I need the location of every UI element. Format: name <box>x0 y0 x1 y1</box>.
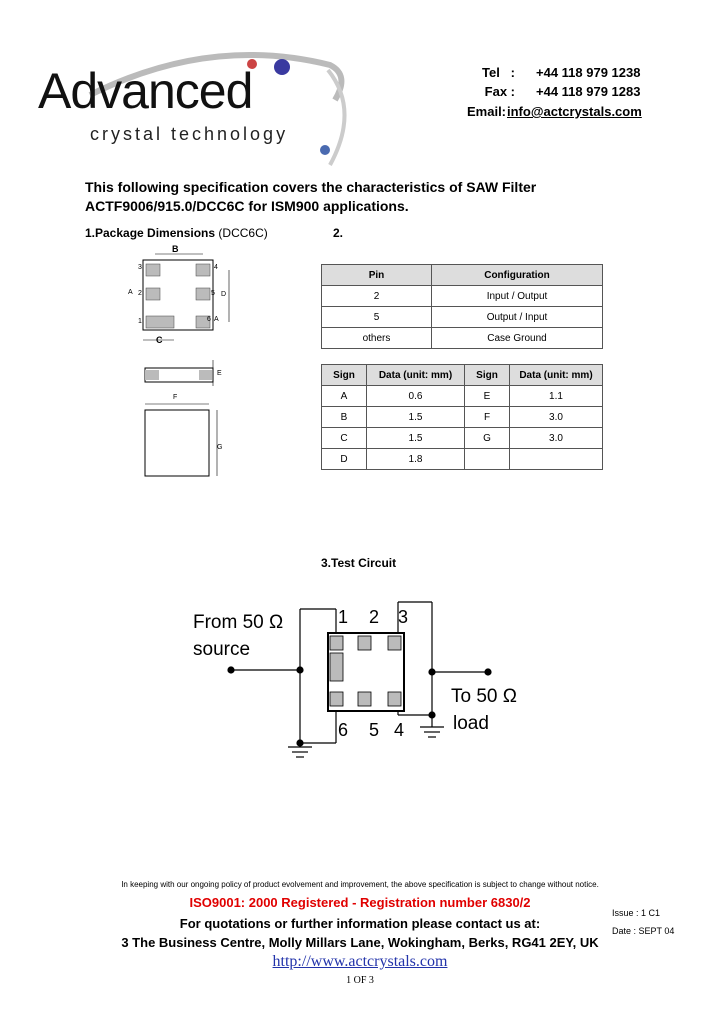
section1-title: 1.Package Dimensions <box>85 226 216 240</box>
pin-label-1: 1 <box>138 318 142 325</box>
iso-registration: ISO9001: 2000 Registered - Registration … <box>189 895 531 910</box>
sign-cell: B <box>321 406 367 428</box>
package-dimension-drawing <box>142 253 230 477</box>
section-2-title: 2. <box>333 226 344 240</box>
company-logo <box>30 40 360 170</box>
data-cell <box>509 448 603 470</box>
dim-label-b: B <box>172 244 179 254</box>
sign-cell: A <box>321 385 367 407</box>
circuit-pin-5: 5 <box>369 720 380 740</box>
dim-label-f: F <box>173 394 178 401</box>
dim-label-a: A <box>128 289 133 296</box>
section-package-dimensions: 1.Package Dimensions (DCC6C) <box>85 226 268 240</box>
tel-label: Tel : <box>482 65 515 80</box>
sign-cell: G <box>464 427 510 449</box>
pin-label-3: 3 <box>138 264 142 271</box>
circuit-load-line1: To 50 Ω <box>451 686 517 707</box>
circuit-pin-1: 1 <box>338 607 349 627</box>
data-header: Data (unit: mm) <box>366 364 465 386</box>
data-cell: 3.0 <box>509 427 603 449</box>
circuit-pin-3: 3 <box>398 607 409 627</box>
dim-label-a2: A <box>214 316 219 323</box>
intro-text: This following specification covers the … <box>85 178 536 216</box>
fax-label: Fax : <box>484 84 515 99</box>
logo-wordmark: Advanced <box>38 63 253 119</box>
sign-cell <box>464 448 510 470</box>
tel-number: +44 118 979 1238 <box>536 65 641 80</box>
sign-header: Sign <box>321 364 367 386</box>
data-header-2: Data (unit: mm) <box>509 364 603 386</box>
section1-subtitle: (DCC6C) <box>218 226 268 240</box>
pin-cell: others <box>321 327 432 349</box>
configuration-header: Configuration <box>431 264 603 286</box>
email-label: Email: <box>467 104 507 119</box>
contact-prompt: For quotations or further information pl… <box>179 916 541 931</box>
pin-label-2: 2 <box>138 290 142 297</box>
pin-cell: 5 <box>321 306 432 328</box>
circuit-pin-6: 6 <box>338 720 349 740</box>
dim-label-c: C <box>156 335 163 345</box>
table-row: others Case Ground <box>321 327 603 349</box>
table-row: D 1.8 <box>321 448 603 470</box>
table-row: 5 Output / Input <box>321 306 603 328</box>
logo-swoosh-graphic <box>88 52 347 166</box>
dim-label-d: D <box>221 291 227 298</box>
section-test-circuit-title: 3.Test Circuit <box>321 556 397 570</box>
pin-label-5: 5 <box>211 290 215 297</box>
email-link[interactable]: info@actcrystals.com <box>507 104 642 119</box>
logo-tagline: crystal technology <box>90 124 289 144</box>
table-row: C 1.5 G 3.0 <box>321 427 603 449</box>
pin-configuration-table: Pin Configuration 2 Input / Output 5 Out… <box>321 264 603 349</box>
sign-cell: E <box>464 385 510 407</box>
data-cell: 1.5 <box>366 406 465 428</box>
config-cell: Case Ground <box>431 327 603 349</box>
intro-line-1: This following specification covers the … <box>85 179 537 195</box>
data-cell: 1.8 <box>366 448 465 470</box>
website-link[interactable]: http://www.actcrystals.com <box>272 953 448 970</box>
data-cell: 1.5 <box>366 427 465 449</box>
config-cell: Input / Output <box>431 285 603 307</box>
data-cell: 3.0 <box>509 406 603 428</box>
page-number: 1 OF 3 <box>346 975 374 986</box>
dim-label-g: G <box>217 444 223 451</box>
table-row: 2 Input / Output <box>321 285 603 307</box>
sign-cell: C <box>321 427 367 449</box>
date-label: Date : SEPT 04 <box>612 926 675 936</box>
issue-label: Issue : 1 C1 <box>612 908 661 918</box>
pin-header: Pin <box>321 264 432 286</box>
table-row: B 1.5 F 3.0 <box>321 406 603 428</box>
circuit-pin-4: 4 <box>394 720 405 740</box>
pin-label-4: 4 <box>214 264 218 271</box>
circuit-source-line2: source <box>193 639 251 660</box>
dimension-data-table: Sign Data (unit: mm) Sign Data (unit: mm… <box>321 364 603 470</box>
fax-number: +44 118 979 1283 <box>536 84 641 99</box>
data-cell: 0.6 <box>366 385 465 407</box>
circuit-pin-2: 2 <box>369 607 380 627</box>
config-cell: Output / Input <box>431 306 603 328</box>
sign-header-2: Sign <box>464 364 510 386</box>
intro-line-2: ACTF9006/915.0/DCC6C for ISM900 applicat… <box>85 198 409 214</box>
test-circuit-diagram <box>227 601 492 758</box>
data-cell: 1.1 <box>509 385 603 407</box>
sign-cell: F <box>464 406 510 428</box>
company-address: 3 The Business Centre, Molly Millars Lan… <box>121 935 599 950</box>
policy-notice: In keeping with our ongoing policy of pr… <box>121 880 599 889</box>
circuit-source-line1: From 50 Ω <box>193 612 284 633</box>
sign-cell: D <box>321 448 367 470</box>
pin-cell: 2 <box>321 285 432 307</box>
circuit-load-line2: load <box>453 713 489 734</box>
dim-label-e: E <box>217 370 222 377</box>
pin-label-6: 6 <box>207 316 211 323</box>
table-row: A 0.6 E 1.1 <box>321 385 603 407</box>
